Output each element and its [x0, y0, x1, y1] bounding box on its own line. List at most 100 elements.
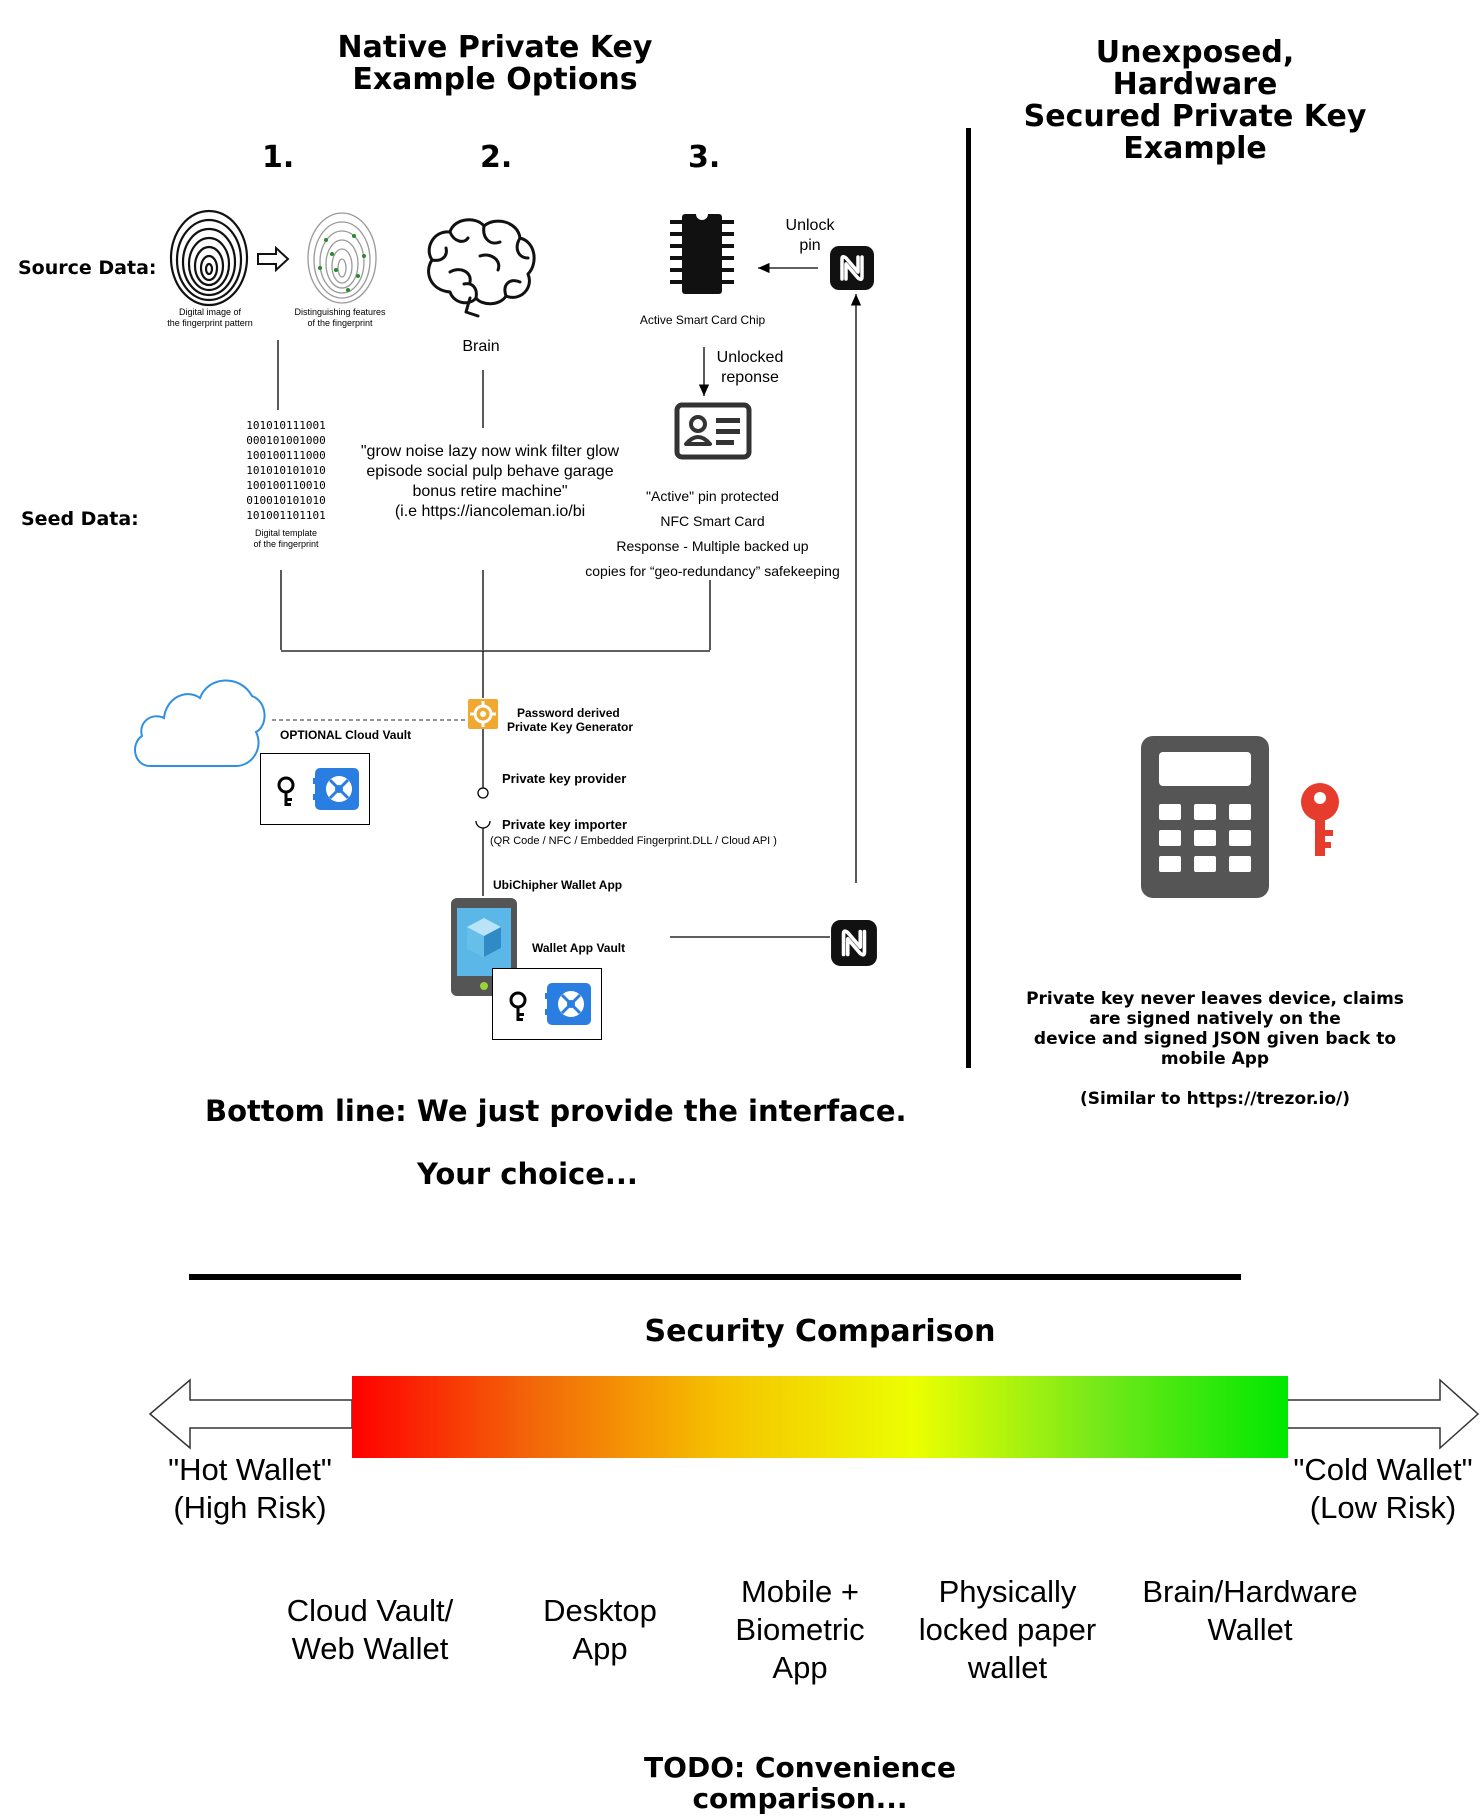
fingerprint-features-icon	[307, 212, 377, 304]
private-key-importer-sub: (QR Code / NFC / Embedded Fingerprint.DL…	[490, 835, 777, 847]
card-description-line: Response - Multiple backed up	[616, 538, 809, 554]
hardware-note-line: are signed natively on the	[1089, 1009, 1341, 1029]
right-heading-line: Secured Private Key	[1023, 99, 1367, 134]
unlocked-label-line: Unlocked	[716, 349, 784, 366]
red-key-icon	[1301, 783, 1339, 856]
seed-phrase-line: episode social pulp behave garage	[366, 463, 614, 480]
scale-item-line: Cloud Vault/	[286, 1593, 454, 1628]
scale-item-line: Desktop	[543, 1593, 657, 1628]
arrow-right-icon	[257, 246, 290, 272]
hot-wallet-label: "Hot Wallet" (High Risk)	[150, 1451, 350, 1527]
security-gradient-bar	[352, 1376, 1288, 1458]
scale-item-line: wallet	[967, 1650, 1048, 1685]
nfc-smart-card-description: "Active" pin protected NFC Smart Card Re…	[560, 484, 865, 584]
cold-wallet-line: (Low Risk)	[1309, 1490, 1457, 1525]
seed-phrase-line: bonus retire machine"	[412, 483, 568, 500]
bottom-line-text: Bottom line: We just provide the interfa…	[205, 1094, 907, 1128]
left-arrow-icon	[148, 1378, 353, 1450]
binary-line: 101001101101	[246, 509, 326, 522]
scale-item-line: Web Wallet	[291, 1631, 449, 1666]
caption-line: Distinguishing features	[294, 307, 386, 317]
fingerprint-features-caption: Distinguishing features of the fingerpri…	[290, 307, 390, 329]
card-description-line: NFC Smart Card	[660, 513, 765, 529]
cloud-vault-box	[260, 753, 370, 825]
fingerprint-image-caption: Digital image of the fingerprint pattern	[160, 307, 260, 329]
hot-wallet-line: "Hot Wallet"	[168, 1452, 332, 1487]
generator-label-line: Private Key Generator	[507, 720, 634, 734]
hardware-note-line: mobile App	[1160, 1049, 1270, 1069]
unlock-pin-label: Unlock pin	[770, 216, 850, 256]
wallet-vault-box	[492, 968, 602, 1040]
brain-seed-phrase: "grow noise lazy now wink filter glow ep…	[340, 442, 640, 522]
left-heading-line: Example Options	[352, 62, 638, 97]
gear-icon	[468, 699, 498, 729]
fingerprint-image-icon	[169, 209, 249, 307]
smart-card-chip-icon	[670, 214, 734, 294]
brain-label: Brain	[462, 338, 500, 355]
scale-item-line: Wallet	[1207, 1612, 1293, 1647]
smart-card-chip-label: Active Smart Card Chip	[639, 313, 766, 327]
hot-wallet-line: (High Risk)	[173, 1490, 327, 1525]
left-heading: Native Private Key Example Options	[300, 32, 690, 96]
security-comparison-title: Security Comparison	[644, 1314, 996, 1349]
key-icon	[277, 776, 295, 806]
card-description-line: copies for “geo-redundancy” safekeeping	[585, 563, 840, 579]
horizontal-divider	[189, 1274, 1241, 1280]
private-key-provider-label: Private key provider	[502, 771, 627, 786]
binary-line: 101010101010	[246, 464, 326, 477]
scale-item-line: Physically	[938, 1574, 1077, 1609]
scale-item-line: Mobile +	[740, 1574, 860, 1609]
caption-line: of the fingerprint	[307, 318, 373, 328]
cloud-vault-label: OPTIONAL Cloud Vault	[280, 728, 412, 742]
option-number-3: 3.	[688, 140, 721, 175]
generator-label-line: Password derived	[517, 706, 620, 720]
scale-item-paper-wallet: Physically locked paper wallet	[900, 1573, 1115, 1687]
source-data-label: Source Data:	[18, 257, 157, 279]
scale-item-line: Brain/Hardware	[1142, 1574, 1358, 1609]
hardware-note-line: Private key never leaves device, claims	[1026, 989, 1404, 1009]
option-number-2: 2.	[480, 140, 513, 175]
caption-line: Digital image of	[178, 307, 242, 317]
scale-item-line: Biometric	[735, 1612, 865, 1647]
option-number-1: 1.	[262, 140, 295, 175]
unlock-label-line: pin	[799, 237, 821, 254]
seed-data-label: Seed Data:	[21, 508, 139, 530]
todo-line: TODO: Convenience	[644, 1751, 956, 1784]
private-key-importer-label: Private key importer	[502, 817, 628, 832]
vault-icon	[545, 983, 591, 1025]
cold-wallet-label: "Cold Wallet" (Low Risk)	[1288, 1451, 1478, 1527]
id-card-icon	[674, 402, 752, 460]
right-arrow-icon	[1285, 1378, 1480, 1450]
caption-line: Digital template	[254, 528, 318, 538]
left-heading-line: Native Private Key	[337, 30, 653, 65]
scale-item-brain-hardware: Brain/Hardware Wallet	[1130, 1573, 1370, 1649]
unlocked-label-line: reponse	[721, 369, 779, 386]
vault-icon	[313, 768, 359, 810]
calculator-icon	[1141, 736, 1269, 898]
trezor-note: (Similar to https://trezor.io/)	[1079, 1089, 1351, 1109]
scale-item-cloud-vault: Cloud Vault/ Web Wallet	[270, 1592, 470, 1668]
right-heading-line: Unexposed, Hardware	[1095, 35, 1295, 102]
wallet-app-vault-label: Wallet App Vault	[532, 941, 626, 955]
key-icon	[509, 991, 527, 1021]
your-choice-text: Your choice...	[417, 1157, 638, 1191]
scale-item-line: App	[572, 1631, 628, 1666]
caption-line: the fingerprint pattern	[167, 318, 253, 328]
unlocked-response-label: Unlocked reponse	[705, 348, 795, 388]
cold-wallet-line: "Cold Wallet"	[1293, 1452, 1473, 1487]
scale-item-mobile-biometric: Mobile + Biometric App	[710, 1573, 890, 1687]
hardware-note-line: device and signed JSON given back to	[1033, 1029, 1397, 1049]
nfc-icon-top	[830, 246, 874, 290]
binary-line: 000101001000	[246, 434, 326, 447]
binary-line: 100100110010	[246, 479, 326, 492]
card-description-line: "Active" pin protected	[646, 488, 779, 504]
section-divider	[966, 128, 971, 1068]
unlock-label-line: Unlock	[785, 217, 835, 234]
todo-line: comparison...	[692, 1782, 908, 1815]
wallet-app-label: UbiChipher Wallet App	[493, 878, 623, 892]
fingerprint-template-caption: Digital template of the fingerprint	[236, 528, 336, 550]
scale-item-desktop-app: Desktop App	[520, 1592, 680, 1668]
nfc-icon-bottom	[831, 920, 877, 966]
scale-item-line: App	[772, 1650, 828, 1685]
caption-line: of the fingerprint	[253, 539, 319, 549]
